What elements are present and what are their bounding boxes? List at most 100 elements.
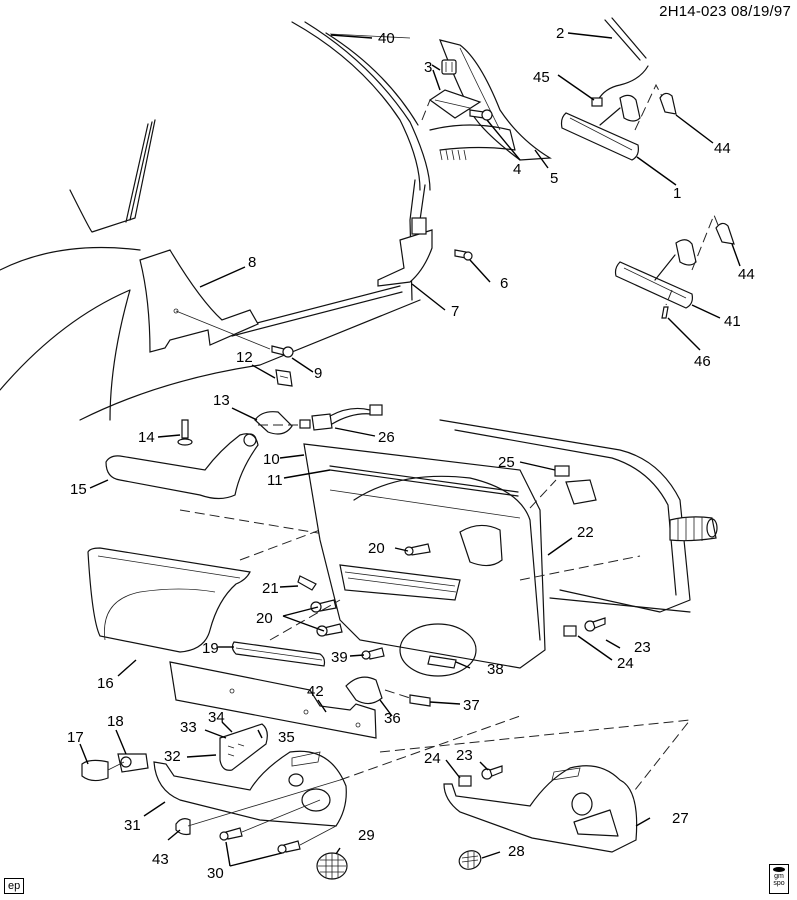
callout-17: 17 (67, 729, 84, 746)
body-structure-outline (0, 21, 431, 421)
screw-14 (177, 419, 193, 446)
callout-26: 26 (378, 429, 395, 446)
drawing-id-and-date: 2H14-023 08/19/97 (659, 3, 791, 20)
belt-molding-11 (329, 465, 519, 497)
callout-19: 19 (202, 640, 219, 657)
rearview-mirror-41 (614, 239, 697, 309)
map-pocket-16 (87, 547, 251, 653)
callout-11: 11 (267, 472, 283, 489)
callout-37: 37 (463, 697, 480, 714)
callout-28: 28 (508, 843, 525, 860)
switch-plate-32 (219, 723, 268, 771)
clip-40 (441, 59, 457, 75)
screw-6 (454, 249, 473, 261)
callout-42: 42 (307, 683, 324, 700)
callout-44-bottom: 44 (738, 266, 755, 283)
callout-35: 35 (278, 729, 295, 746)
switch-bezel-13 (254, 411, 293, 435)
sill-trim-7 (377, 217, 433, 287)
screw-30-a (219, 827, 243, 841)
bezel-36 (345, 676, 383, 705)
armrest-15 (105, 433, 259, 500)
sill-trim-8 (139, 249, 259, 353)
cap-17 (81, 759, 109, 782)
callout-13: 13 (213, 392, 230, 409)
callout-8: 8 (248, 254, 256, 271)
screw-23-upper (584, 617, 606, 632)
callout-20-lower: 20 (256, 610, 273, 627)
door-trim-panel-22 (303, 443, 546, 677)
ep-badge: ep (4, 878, 25, 894)
callout-10: 10 (263, 451, 280, 468)
clip-24-lower (458, 775, 472, 787)
callout-23-upper: 23 (634, 639, 651, 656)
mirror-harness-2-45 (591, 17, 649, 107)
callout-45: 45 (533, 69, 550, 86)
bulb-socket-18 (117, 753, 149, 773)
lower-pillar-trim (429, 124, 516, 161)
callout-14: 14 (138, 429, 155, 446)
leader-lines (79, 32, 741, 867)
callout-23-lower: 23 (456, 747, 473, 764)
callout-25: 25 (498, 454, 515, 471)
callout-3: 3 (424, 59, 432, 76)
reflector-19 (231, 641, 326, 667)
handle-37 (409, 694, 431, 707)
clip-24-upper (563, 625, 577, 637)
clip-12 (275, 369, 293, 387)
mirror-cover-44-top (659, 92, 677, 115)
screw-30-b (277, 840, 301, 854)
callout-36: 36 (384, 710, 401, 727)
mirror-cover-44-bottom (715, 222, 735, 245)
callout-20-upper: 20 (368, 540, 385, 557)
callout-24-upper: 24 (617, 655, 634, 672)
lower-trim-27 (443, 765, 638, 853)
screw-21 (297, 575, 317, 591)
callout-labels: 2 40 3 45 44 4 5 1 8 44 6 7 41 12 46 9 1… (67, 25, 755, 882)
callout-39: 39 (331, 649, 348, 666)
callout-29: 29 (358, 827, 375, 844)
callout-2: 2 (556, 25, 564, 42)
latch-25 (554, 465, 597, 505)
screw-9 (271, 345, 294, 358)
callout-15: 15 (70, 481, 87, 498)
trim-strip-42 (169, 661, 377, 739)
wire-harness-26 (299, 404, 383, 431)
screw-39 (361, 647, 385, 660)
callout-33: 33 (180, 719, 197, 736)
pillar-trim-5 (439, 39, 552, 161)
callout-9: 9 (314, 365, 322, 382)
speaker-grille-28 (458, 850, 482, 870)
gm-spo-logo: gm spo (769, 864, 789, 894)
callout-43: 43 (152, 851, 169, 868)
callout-30: 30 (207, 865, 224, 882)
rearview-mirror-1 (560, 94, 641, 161)
callout-22: 22 (577, 524, 594, 541)
speaker-grille-29 (316, 852, 348, 880)
callout-4: 4 (513, 161, 521, 178)
gm-logo-text-line2: spo (773, 880, 785, 887)
screw-20-upper (404, 543, 431, 556)
callout-41: 41 (724, 313, 741, 330)
callout-34: 34 (208, 709, 225, 726)
callout-12: 12 (236, 349, 253, 366)
lower-trim-31 (153, 750, 347, 827)
callout-24-lower: 24 (424, 750, 441, 767)
gm-logo-text-line1: gm (774, 873, 784, 880)
pin-46 (661, 306, 669, 319)
speaker-grommet (669, 516, 718, 542)
callout-31: 31 (124, 817, 141, 834)
gm-logo-oval-icon (773, 867, 785, 872)
callout-7: 7 (451, 303, 459, 320)
callout-27: 27 (672, 810, 689, 827)
screw-20-lower-a (310, 599, 337, 613)
callout-46: 46 (694, 353, 711, 370)
callout-1: 1 (673, 185, 681, 202)
callout-5: 5 (550, 170, 558, 187)
callout-16: 16 (97, 675, 114, 692)
callout-32: 32 (164, 748, 181, 765)
callout-40: 40 (378, 30, 395, 47)
callout-21: 21 (262, 580, 279, 597)
callout-18: 18 (107, 713, 124, 730)
callout-6: 6 (500, 275, 508, 292)
